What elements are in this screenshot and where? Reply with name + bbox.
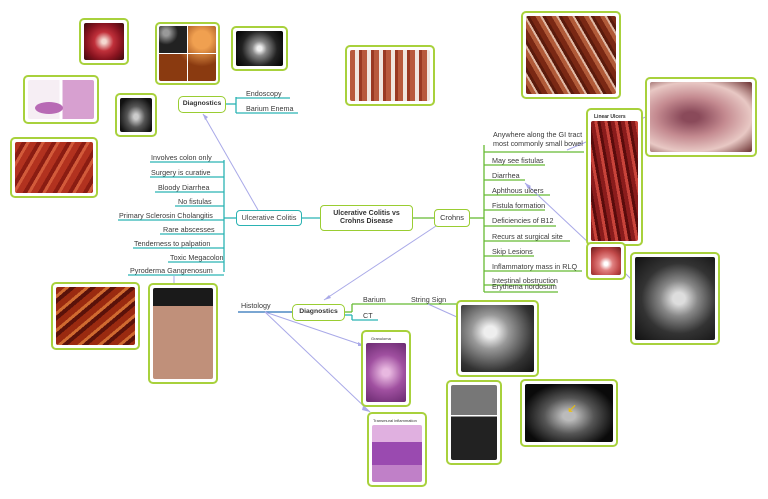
uc-gross-image[interactable] <box>51 282 140 350</box>
crohns-item[interactable]: Fistula formation <box>492 201 546 210</box>
crohns-item-last[interactable]: Erythema nordosum <box>492 282 557 291</box>
crohns-item[interactable]: Deficiencies of B12 <box>492 216 554 225</box>
crohns-gross-specimen-image[interactable] <box>521 11 621 99</box>
uc-item[interactable]: Toxic Megacolon <box>170 253 224 262</box>
colon-gross-image-top[interactable] <box>345 45 435 106</box>
endoscopic-view-image[interactable] <box>231 26 288 71</box>
uc-item[interactable]: Surgery is curative <box>151 168 211 177</box>
diagnostics-bottom-node[interactable]: Diagnostics <box>292 304 345 321</box>
endoscopy-image[interactable] <box>79 18 129 65</box>
arrow-icon: ↙ <box>567 401 578 415</box>
crohns-item[interactable]: Intestinal obstruction <box>492 276 558 285</box>
barium-label[interactable]: Barium <box>363 295 386 304</box>
uc-item[interactable]: Pyroderma Gangrenosum <box>130 266 213 275</box>
small-bowel-series-image[interactable] <box>630 252 720 345</box>
radiograph-collage-image[interactable] <box>155 22 220 85</box>
pyoderma-leg-image[interactable] <box>148 283 218 384</box>
crohns-item[interactable]: Diarrhea <box>492 171 520 180</box>
uc-item[interactable]: Involves colon only <box>151 153 212 162</box>
uc-item[interactable]: Rare abscesses <box>163 225 215 234</box>
crohns-item[interactable]: Inflammatory mass in RLQ <box>492 262 578 271</box>
granuloma-histology-image[interactable]: Granuloma <box>361 330 411 407</box>
transmural-caption: Transmural inflammation <box>373 418 417 423</box>
uc-item[interactable]: Bloody Diarrhea <box>158 183 210 192</box>
center-title: Ulcerative Colitis vs Crohns Disease <box>333 210 400 225</box>
crohns-item[interactable]: Skip Lesions <box>492 247 533 256</box>
diagnostics-top-label: Diagnostics <box>182 100 222 107</box>
diagnostics-top-node[interactable]: Diagnostics <box>178 96 226 113</box>
linear-ulcers-caption: Linear Ulcers <box>594 114 626 120</box>
crohns-node[interactable]: Crohns <box>434 209 470 227</box>
center-node[interactable]: Ulcerative Colitis vs Crohns Disease <box>320 205 413 231</box>
diagnostics-bottom-label: Diagnostics <box>299 308 338 315</box>
string-sign-label[interactable]: String Sign <box>411 295 447 304</box>
pelvic-xray-image[interactable] <box>115 93 157 137</box>
histology-panel-image[interactable] <box>23 75 99 124</box>
diagnostics-top-item[interactable]: Endoscopy <box>246 89 282 98</box>
uc-colon-specimen-image[interactable] <box>10 137 98 198</box>
crohns-last-label: Erythema nordosum <box>492 282 557 291</box>
transmural-inflammation-image[interactable]: Transmural inflammation <box>367 412 427 487</box>
uc-item[interactable]: Primary Sclerosin Cholangitis <box>119 211 213 220</box>
histology-label[interactable]: Histology <box>241 301 271 310</box>
ct-label[interactable]: CT <box>363 311 373 320</box>
uc-item[interactable]: Tenderness to palpation <box>134 239 211 248</box>
uc-item[interactable]: No fistulas <box>178 197 212 206</box>
uc-node[interactable]: Ulcerative Colitis <box>236 210 302 226</box>
linear-ulcers-image[interactable]: Linear Ulcers <box>586 108 643 246</box>
crohns-label: Crohns <box>440 213 464 222</box>
crohns-item[interactable]: Anywhere along the GI tract most commonl… <box>493 130 583 148</box>
colonoscopy-ulcer-image[interactable] <box>645 77 757 157</box>
crohns-item[interactable]: Aphthous ulcers <box>492 186 544 195</box>
crohns-item[interactable]: May see fistulas <box>492 156 544 165</box>
aphthous-ulcer-image[interactable] <box>586 242 626 280</box>
uc-label: Ulcerative Colitis <box>241 213 297 222</box>
crohns-item[interactable]: Recurs at surgical site <box>492 232 563 241</box>
granuloma-caption: Granuloma <box>371 336 391 341</box>
ct-axial-image[interactable]: ↙ <box>520 379 618 447</box>
ct-comparison-image[interactable] <box>446 380 502 465</box>
string-sign-xray-image[interactable] <box>456 300 539 377</box>
diagnostics-top-item[interactable]: Barium Enema <box>246 104 294 113</box>
